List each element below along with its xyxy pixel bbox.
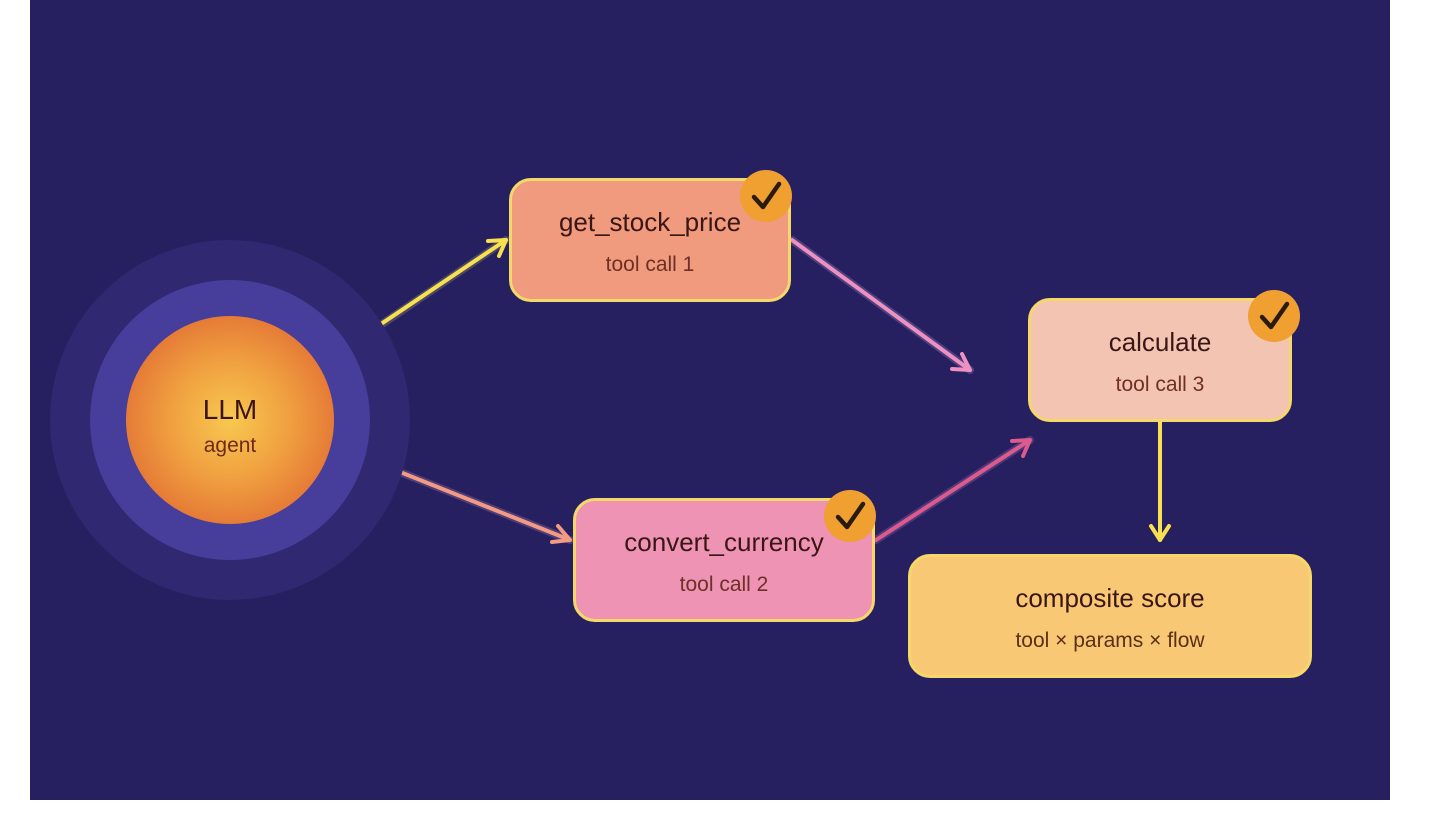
tool-node-subtitle: tool call 3 (1115, 373, 1205, 396)
edge-convert-currency-to-calculate (872, 436, 1034, 544)
workflow-diagram: LLM agent get_stock_price tool call 1 co… (30, 0, 1390, 800)
tool-node-title: convert_currency (624, 527, 824, 557)
checkmark-icon (824, 490, 876, 542)
agent-node[interactable]: LLM agent (126, 316, 334, 524)
output-node-subtitle: tool × params × flow (1015, 629, 1205, 652)
output-node-composite-score[interactable]: composite score tool × params × flow (908, 554, 1312, 678)
tool-node-title: get_stock_price (558, 207, 742, 237)
agent-subtitle: agent (203, 434, 257, 457)
edge-agent-to-convert-currency (366, 456, 574, 544)
output-node-title: composite score (1015, 583, 1205, 613)
checkmark-icon (1248, 290, 1300, 342)
edge-get-stock-price-to-calculate (788, 236, 974, 374)
tool-node-get-stock-price[interactable]: get_stock_price tool call 1 (509, 178, 791, 302)
tool-node-subtitle: tool call 1 (605, 253, 695, 276)
edge-calculate-to-composite-score (1149, 420, 1171, 542)
edge-layer (325, 236, 1171, 544)
checkmark-icon (740, 170, 792, 222)
tool-node-title: calculate (1108, 327, 1212, 357)
tool-node-subtitle: tool call 2 (679, 573, 769, 596)
agent-title: LLM (202, 394, 258, 425)
